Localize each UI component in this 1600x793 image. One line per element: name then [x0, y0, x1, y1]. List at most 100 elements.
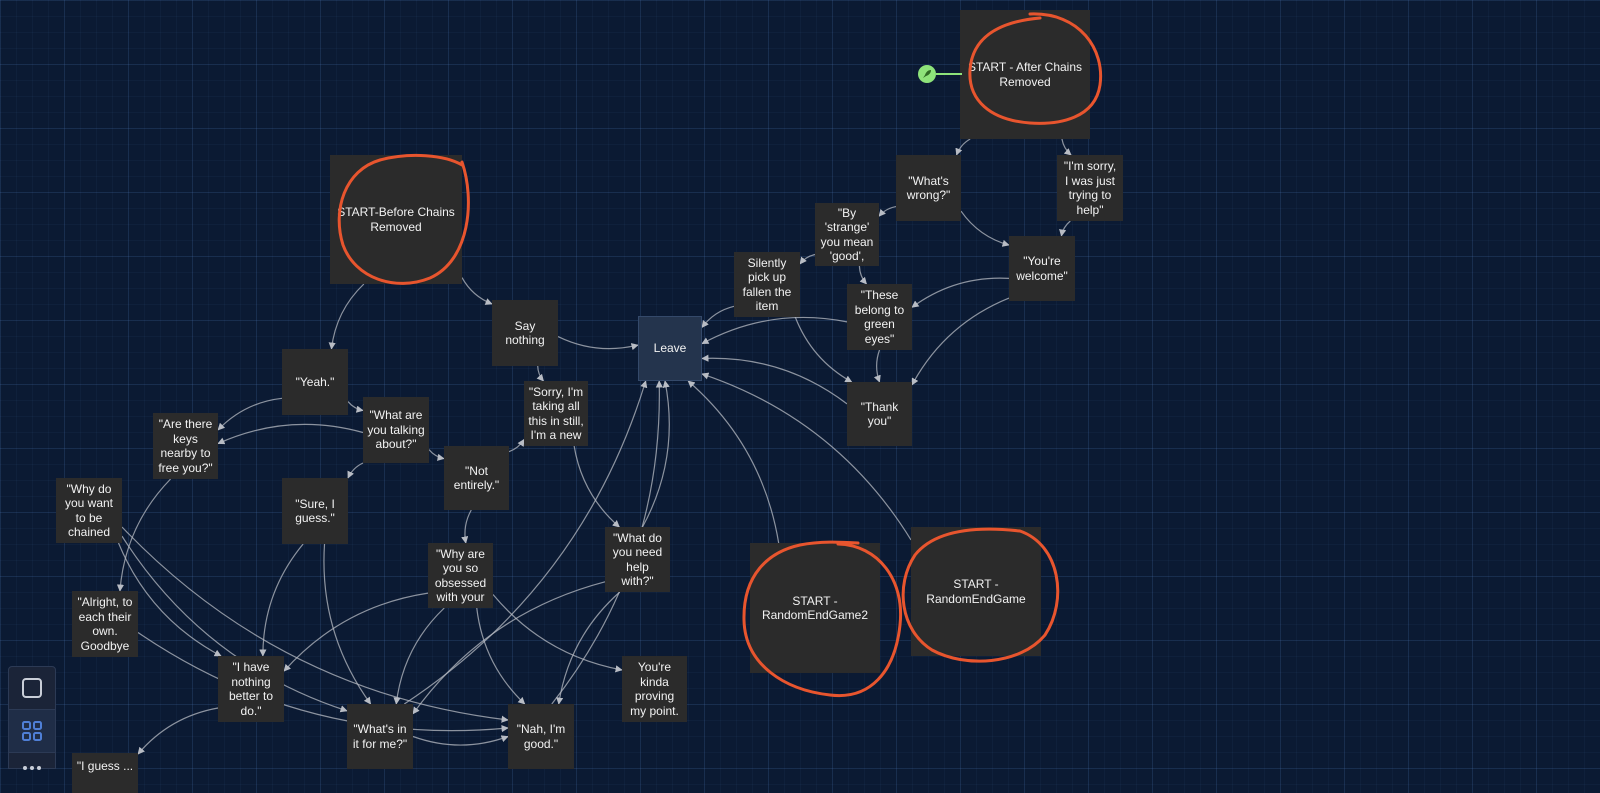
node-silently-pick-up[interactable]: Silently pick up fallen the item [734, 252, 800, 317]
node-label: "Why do you want to be chained [64, 481, 114, 540]
node-label: "Alright, to each their own. Goodbye [77, 595, 133, 653]
edge-connector [911, 277, 1010, 308]
edge-connector [858, 265, 867, 285]
edge-connector [641, 380, 670, 528]
grid-view-button[interactable] [9, 710, 55, 753]
node-label: "These belong to green eyes" [854, 288, 905, 346]
edge-connector [878, 205, 897, 217]
node-label: "Are there keys nearby to free you?" [158, 417, 213, 475]
node-say-nothing[interactable]: Say nothing [492, 300, 558, 366]
node-start-after-chains-removed[interactable]: START - After Chains Removed [960, 10, 1090, 139]
node-what-do-you-need[interactable]: "What do you need help with?" [605, 527, 670, 592]
node-label: "What are you talking about?" [367, 408, 425, 452]
node-whats-in-it[interactable]: "What's in it for me?" [347, 704, 413, 769]
edge-connector [1059, 220, 1071, 237]
edge-connector [217, 423, 364, 445]
node-nah-im-good[interactable]: "Nah, I'm good." [508, 704, 574, 769]
edge-connector [1061, 138, 1072, 156]
bottom-left-toolbar [8, 666, 56, 770]
node-label: Leave [653, 341, 687, 356]
edge-connector [116, 478, 172, 592]
node-label: Say nothing [505, 318, 545, 348]
edge-connector [955, 138, 971, 156]
node-sure-i-guess[interactable]: "Sure, I guess." [282, 478, 348, 544]
node-leave[interactable]: Leave [638, 316, 702, 381]
edge-connector [259, 543, 304, 657]
more-button[interactable] [9, 753, 55, 770]
edge-connector [323, 543, 372, 705]
edge-connector [573, 445, 620, 528]
node-start-before-chains-removed[interactable]: START-Before Chains Removed [330, 155, 462, 284]
node-label: "Sure, I guess." [295, 496, 335, 526]
edge-connector [137, 707, 219, 755]
node-i-guess-partial[interactable]: "I guess ... [72, 753, 138, 793]
node-label: "I'm sorry, I was just trying to help" [1063, 159, 1117, 217]
edge-connector [393, 607, 445, 705]
node-label: "Not entirely." [453, 463, 500, 493]
edge-connector [328, 283, 365, 350]
edge-connector [687, 380, 780, 544]
grid-icon [22, 721, 42, 741]
node-label: START - After Chains Removed [967, 60, 1083, 89]
node-label: "Nah, I'm good." [516, 722, 566, 751]
node-label: "Sorry, I'm taking all this in still, I'… [528, 384, 584, 443]
edge-connector [799, 253, 816, 265]
edge-connector [701, 354, 848, 405]
start-pin-icon[interactable] [918, 65, 936, 83]
node-why-are-you-obsessed[interactable]: "Why are you so obsessed with your [428, 543, 493, 608]
edge-connector [461, 509, 472, 544]
edge-connector [347, 462, 364, 479]
edge-connector [492, 594, 623, 673]
edge-connector [556, 591, 621, 705]
edge-connector [347, 401, 364, 413]
edge-connector [911, 297, 1010, 386]
node-label: START - RandomEndGame2 [761, 593, 869, 623]
node-label: "I have nothing better to do." [228, 660, 274, 718]
node-are-there-keys[interactable]: "Are there keys nearby to free you?" [153, 413, 218, 479]
edge-connector [873, 349, 881, 383]
node-whats-wrong[interactable]: "What's wrong?" [896, 155, 961, 221]
edge-connector [476, 607, 526, 705]
node-by-strange[interactable]: "By 'strange' you mean 'good', [815, 203, 879, 266]
edge-connector [701, 316, 848, 345]
node-label: "Thank you" [860, 399, 899, 429]
edge-connector [557, 335, 639, 351]
node-label: "I guess ... [76, 759, 134, 773]
edge-connector [536, 365, 544, 382]
edge-connector [428, 449, 445, 461]
node-thank-you[interactable]: "Thank you" [847, 382, 912, 446]
node-youre-welcome[interactable]: "You're welcome" [1009, 236, 1075, 301]
node-label: "What's wrong?" [906, 173, 951, 203]
node-i-have-nothing[interactable]: "I have nothing better to do." [218, 656, 284, 722]
node-label: "Why are you so obsessed with your [434, 546, 487, 605]
node-im-sorry[interactable]: "I'm sorry, I was just trying to help" [1057, 155, 1123, 221]
node-label: Silently pick up fallen the item [742, 255, 792, 314]
edge-connector [960, 210, 1010, 247]
node-youre-kinda-proving[interactable]: You're kinda proving my point. [622, 656, 687, 722]
node-start-randomendgame[interactable]: START - RandomEndGame [911, 527, 1041, 656]
edge-connector [217, 397, 283, 431]
node-label: START-Before Chains Removed [337, 205, 455, 234]
square-icon [22, 678, 42, 698]
select-tool-button[interactable] [9, 667, 55, 710]
edge-connector [461, 277, 493, 305]
edge-connector [794, 316, 853, 383]
node-not-entirely[interactable]: "Not entirely." [444, 446, 509, 510]
node-yeah[interactable]: "Yeah." [282, 349, 348, 415]
node-label: "What do you need help with?" [612, 530, 663, 589]
edge-connector [283, 592, 429, 672]
node-label: "You're welcome" [1016, 254, 1068, 283]
node-why-do-you-want[interactable]: "Why do you want to be chained [56, 478, 122, 543]
node-start-randomendgame2[interactable]: START - RandomEndGame2 [750, 543, 880, 673]
rocket-icon [923, 70, 931, 78]
node-label: "What's in it for me?" [352, 722, 408, 751]
node-what-are-you-talking[interactable]: "What are you talking about?" [363, 397, 429, 463]
node-alright-to-each[interactable]: "Alright, to each their own. Goodbye [72, 591, 138, 657]
edge-connector [412, 735, 509, 746]
node-these-belong[interactable]: "These belong to green eyes" [847, 284, 912, 350]
node-label: "By 'strange' you mean 'good', [820, 205, 874, 264]
node-sorry-taking[interactable]: "Sorry, I'm taking all this in still, I'… [524, 381, 588, 446]
edge-connector [508, 438, 525, 453]
node-label: "Yeah." [295, 374, 335, 389]
